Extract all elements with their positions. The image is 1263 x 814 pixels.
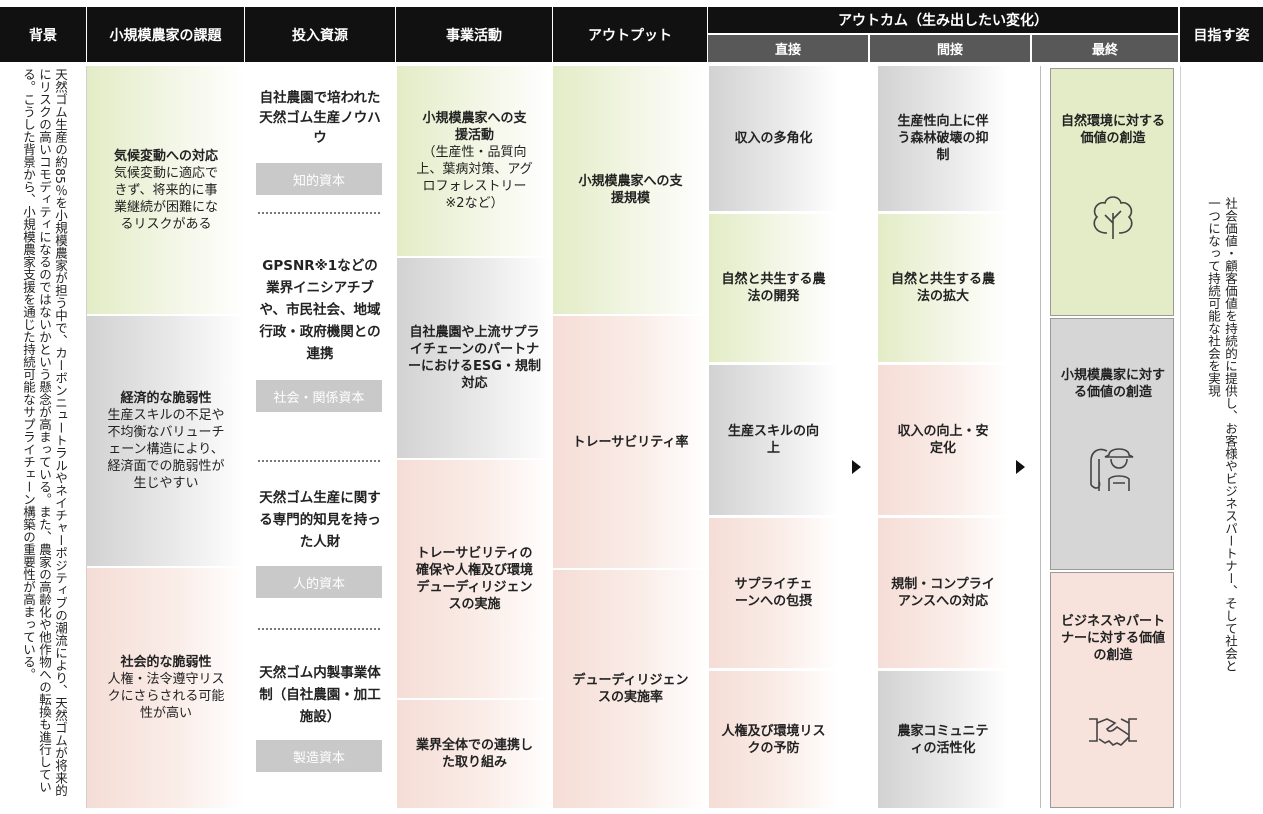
issue-title: 経済的な脆弱性	[120, 391, 212, 406]
activity-title: 業界全体での連携した取り組み	[415, 738, 533, 770]
activity-title: 小規模農家への支援活動	[422, 111, 527, 143]
header-resources: 投入資源	[245, 7, 395, 62]
issue-desc: 人権・法令遵守リスクにさらされる可能性が高い	[107, 672, 225, 721]
resource-tag-manufacturing: 製造資本	[256, 740, 382, 772]
tree-icon	[1093, 196, 1133, 239]
final-text: ビジネスやパートナーに対する価値の創造	[1060, 614, 1165, 663]
resource-know-how: 自社農園で培われた天然ゴム生産ノウハウ	[259, 90, 381, 146]
direct-text: 自然と共生する農法の開発	[721, 272, 826, 304]
background-panel: 天然ゴム生産の約85％を小規模農家が担う中で、カーボンニュートラルやネイチャーポ…	[6, 68, 82, 808]
issue-desc: 気候変動に適応できず、将来的に事業継続が困難になるリスクがある	[113, 165, 218, 232]
activity-title: トレーサビリティの確保や人権及び環境デューディリジェンスの実施	[415, 546, 533, 612]
indirect-deforestation: 生産性向上に伴う森林破壊の抑制	[878, 66, 1008, 211]
divider	[258, 460, 380, 462]
direct-text: サプライチェーンへの包摂	[734, 577, 813, 609]
resource-tag-human: 人的資本	[256, 566, 382, 598]
output-traceability: トレーサビリティ率	[553, 316, 708, 568]
indirect-text: 自然と共生する農法の拡大	[890, 272, 995, 304]
direct-nature-farming: 自然と共生する農法の開発	[709, 214, 838, 362]
background-text: 天然ゴム生産の約85％を小規模農家が担う中で、カーボンニュートラルやネイチャーポ…	[21, 68, 68, 797]
indirect-nature-farming: 自然と共生する農法の拡大	[878, 214, 1008, 362]
header-indirect: 間接	[870, 35, 1030, 62]
direct-diversify-income: 収入の多角化	[709, 66, 838, 211]
final-business: ビジネスやパートナーに対する価値の創造	[1050, 572, 1174, 808]
final-nature: 自然環境に対する価値の創造	[1050, 68, 1174, 316]
divider	[1040, 66, 1041, 808]
issue-climate: 気候変動への対応 気候変動に適応できず、将来的に事業継続が困難になるリスクがある	[87, 66, 245, 314]
indirect-text: 収入の向上・安定化	[897, 424, 989, 456]
resource-partnerships: GPSNR※1などの業界イニシアチブや、市民社会、地域行政・政府機関との連携	[259, 258, 381, 362]
indirect-community: 農家コミュニティの活性化	[878, 671, 1008, 808]
output-text: 小規模農家への支援規模	[578, 174, 683, 206]
header-final: 最終	[1032, 35, 1178, 62]
final-text: 自然環境に対する価値の創造	[1060, 114, 1165, 146]
header-activities: 事業活動	[396, 7, 552, 62]
divider	[258, 212, 380, 214]
divider	[86, 66, 87, 808]
final-text: 小規模農家に対する価値の創造	[1060, 368, 1165, 400]
resource-manufacturing: 天然ゴム内製事業体制（自社農園・加工施設）	[259, 665, 381, 725]
direct-text: 人権及び環境リスクの予防	[721, 723, 826, 756]
divider	[1180, 66, 1181, 808]
farmer-icon	[1090, 448, 1134, 491]
indirect-income: 収入の向上・安定化	[878, 365, 1008, 515]
activity-esg: 自社農園や上流サプライチェーンのパートナーにおけるESG・規制対応	[397, 258, 552, 458]
issue-desc: 生産スキルの不足や不均衡なバリューチェーン構造により、経済面での脆弱性が生じやす…	[107, 408, 225, 491]
issue-title: 気候変動への対応	[113, 148, 218, 164]
direct-inclusion: サプライチェーンへの包摂	[709, 518, 838, 668]
handshake-icon	[1089, 718, 1137, 746]
issue-economic: 経済的な脆弱性 生産スキルの不足や不均衡なバリューチェーン構造により、経済面での…	[87, 316, 245, 566]
output-text: デューディリジェンスの実施率	[572, 673, 689, 705]
indirect-text: 農家コミュニティの活性化	[897, 723, 989, 756]
activity-desc: （生産性・品質向上、葉病対策、アグロフォレストリー※2など）	[416, 145, 533, 211]
vision-panel: 社会価値・顧客価値を持続的に提供し、お客様やビジネスパートナー、そして社会と一つ…	[1181, 66, 1263, 808]
activity-title: 自社農園や上流サプライチェーンのパートナーにおけるESG・規制対応	[408, 325, 541, 391]
indirect-compliance: 規制・コンプライアンスへの対応	[878, 518, 1008, 668]
output-due-diligence: デューディリジェンスの実施率	[553, 570, 708, 808]
divider	[258, 628, 380, 630]
activity-industry: 業界全体での連携した取り組み	[397, 700, 552, 808]
indirect-text: 規制・コンプライアンスへの対応	[891, 577, 995, 609]
indirect-text: 生産性向上に伴う森林破壊の抑制	[897, 114, 989, 163]
resource-human: 天然ゴム生産に関する専門的知見を持った人財	[259, 490, 381, 550]
header-outcomes: アウトカム（生み出したい変化）	[708, 7, 1178, 33]
header-outputs: アウトプット	[553, 7, 707, 62]
arrow-right-icon	[852, 460, 861, 474]
header-direct: 直接	[708, 35, 868, 62]
direct-text: 収入の多角化	[734, 131, 813, 146]
header-vision: 目指す姿	[1180, 7, 1263, 62]
direct-risk-prevention: 人権及び環境リスクの予防	[709, 671, 838, 808]
resource-tag-intellectual: 知的資本	[256, 163, 382, 195]
output-text: トレーサビリティ率	[572, 434, 689, 450]
issue-social: 社会的な脆弱性 人権・法令遵守リスクにさらされる可能性が高い	[87, 568, 245, 808]
final-farmers: 小規模農家に対する価値の創造	[1050, 318, 1174, 570]
direct-skills: 生産スキルの向上	[709, 365, 838, 515]
activity-support: 小規模農家への支援活動 （生産性・品質向上、葉病対策、アグロフォレストリー※2な…	[397, 66, 552, 256]
header-background: 背景	[0, 7, 86, 62]
header-issues: 小規模農家の課題	[87, 7, 244, 62]
resource-tag-social: 社会・関係資本	[256, 380, 382, 412]
issue-title: 社会的な脆弱性	[120, 655, 212, 670]
arrow-right-icon	[1016, 460, 1025, 474]
vision-text: 社会価値・顧客価値を持続的に提供し、お客様やビジネスパートナー、そして社会と一つ…	[1206, 197, 1238, 672]
direct-text: 生産スキルの向上	[727, 424, 819, 456]
activity-traceability: トレーサビリティの確保や人権及び環境デューディリジェンスの実施	[397, 460, 552, 698]
output-support-scale: 小規模農家への支援規模	[553, 66, 708, 314]
